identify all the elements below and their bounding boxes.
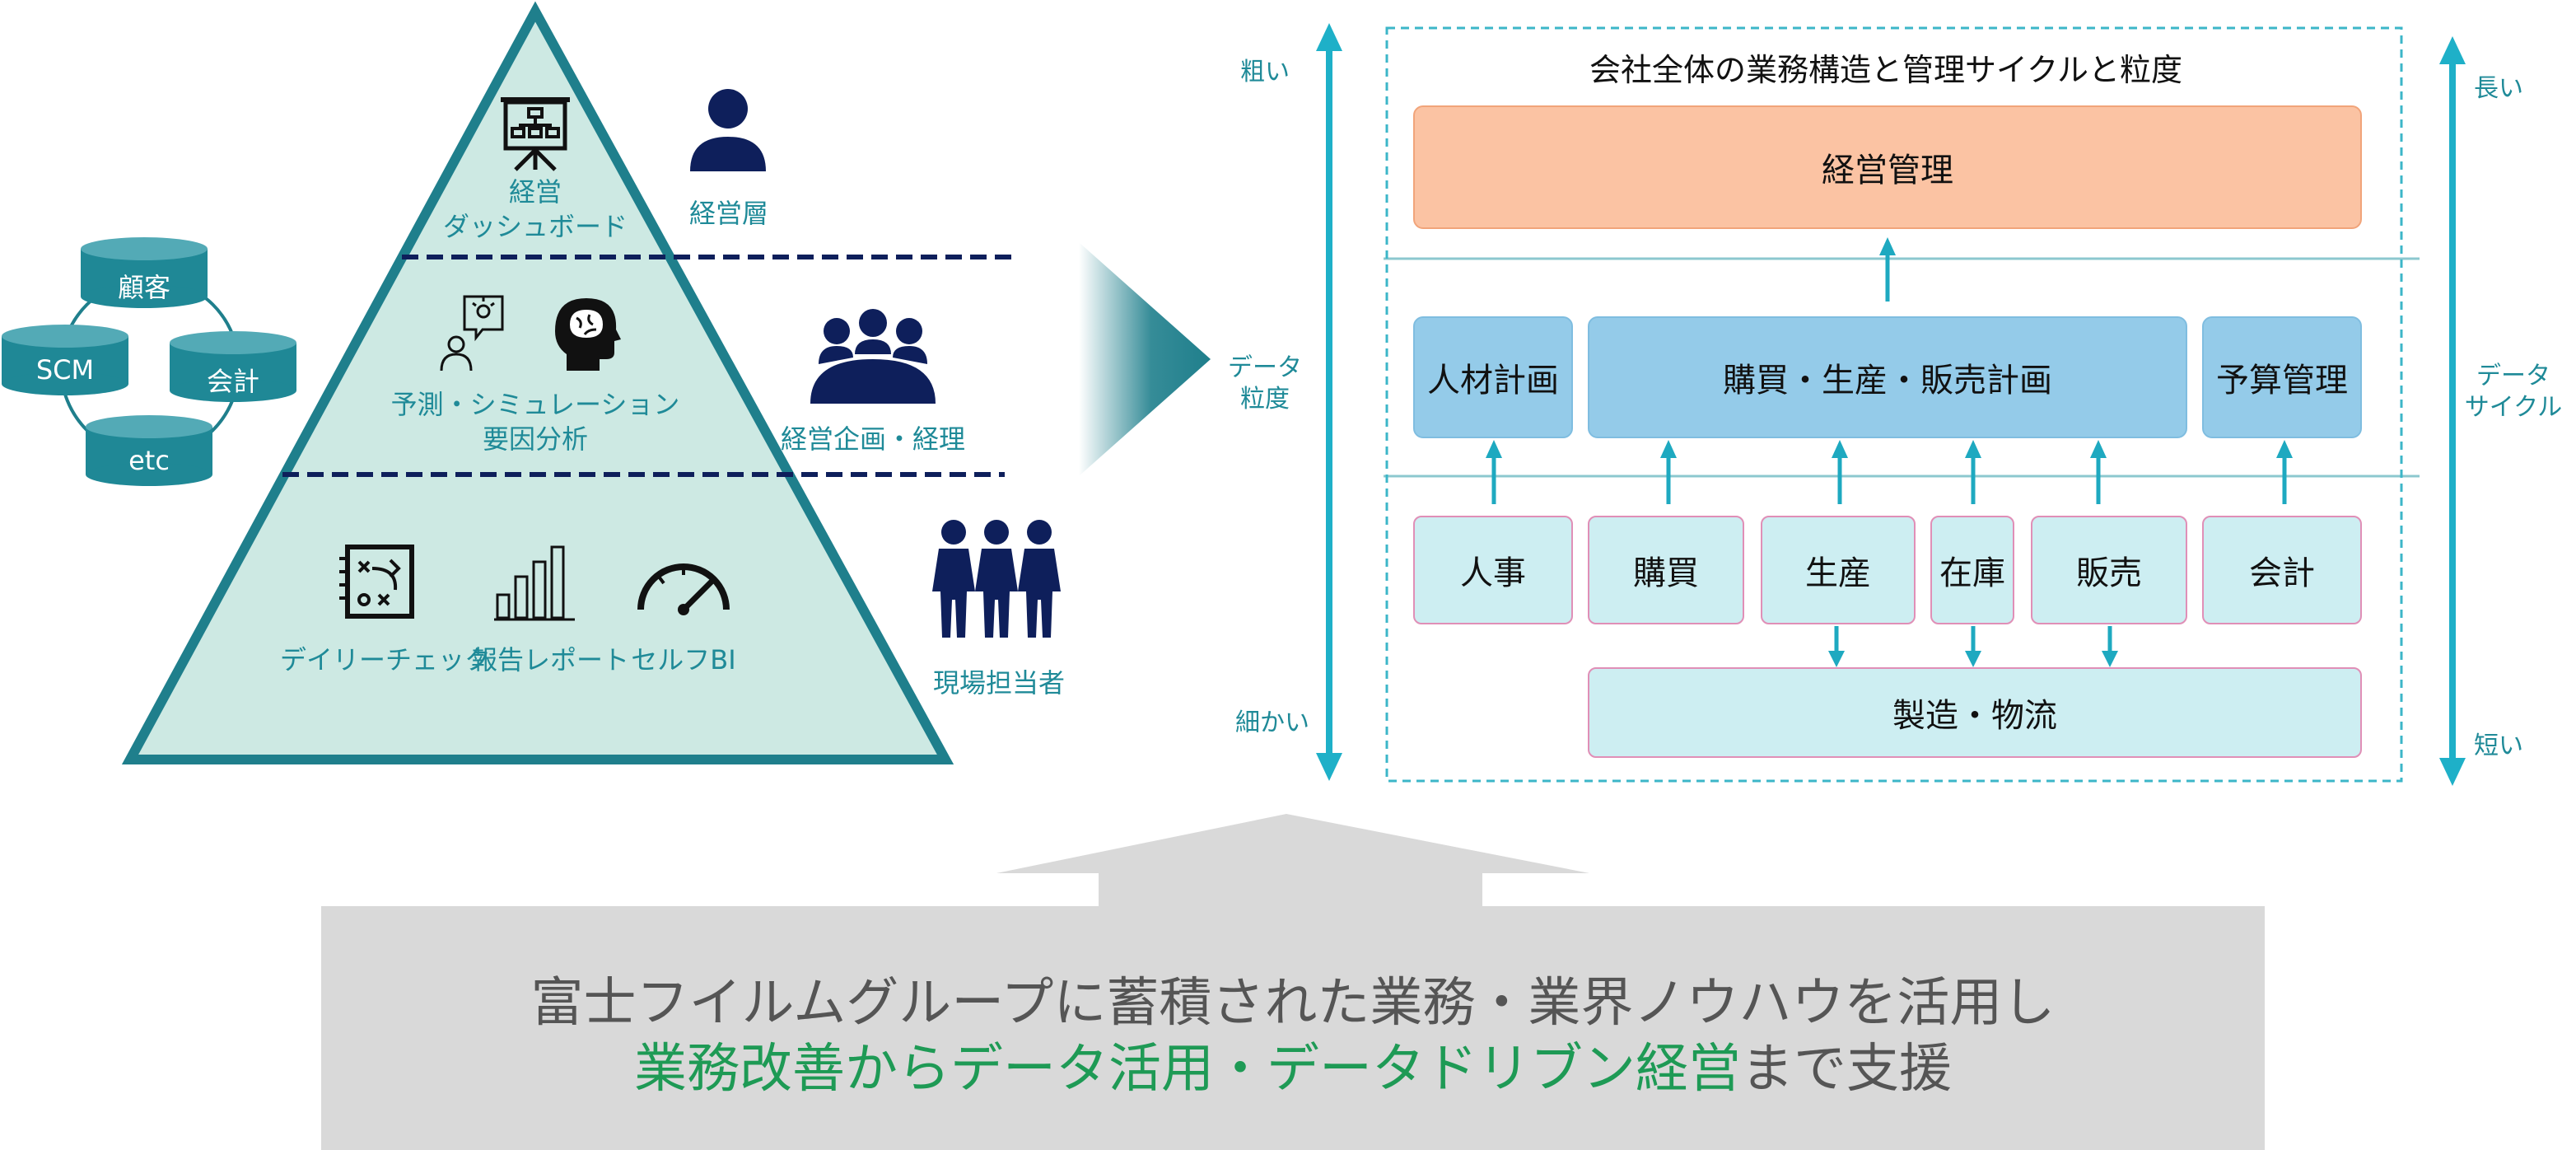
speedometer-icon bbox=[637, 563, 730, 615]
source-accounting: 会計 bbox=[206, 366, 259, 397]
box-hr-planning: 人材計画 bbox=[1413, 316, 1573, 438]
box-manufacturing-logistics: 製造・物流 bbox=[1588, 667, 2362, 758]
box-budget: 予算管理 bbox=[2202, 316, 2362, 438]
box-hr: 人事 bbox=[1413, 516, 1573, 624]
bottom-label-self-bi: セルフBI bbox=[631, 644, 736, 676]
box-production: 生産 bbox=[1761, 516, 1916, 624]
executive-person-icon bbox=[690, 89, 766, 171]
granularity-fine: 細かい bbox=[1235, 708, 1309, 737]
pyramid-middle-label: 予測・シミュレーション 要因分析 bbox=[390, 389, 680, 455]
banner-line-1: 富士フイルムグループに蓄積された業務・業界ノウハウを活用し bbox=[530, 973, 2056, 1034]
banner-arrow bbox=[321, 814, 2265, 1150]
team-meeting-icon bbox=[810, 309, 936, 404]
source-etc: etc bbox=[128, 445, 170, 476]
role-planning-accounting: 経営企画・経理 bbox=[780, 423, 965, 455]
cycle-short: 短い bbox=[2474, 732, 2523, 760]
role-executive: 経営層 bbox=[688, 198, 768, 229]
structure-lines bbox=[1316, 23, 2466, 786]
banner-highlight: 業務改善からデータ活用・データドリブン経営 bbox=[634, 1039, 1741, 1100]
pyramid-shape bbox=[121, 1, 954, 764]
chevron-arrow bbox=[1079, 242, 1211, 476]
box-accounting: 会計 bbox=[2202, 516, 2362, 624]
bottom-label-daily-check: デイリーチェック bbox=[280, 644, 492, 676]
brain-head-icon bbox=[555, 298, 621, 371]
box-purchasing: 購買 bbox=[1588, 516, 1744, 624]
box-inventory: 在庫 bbox=[1930, 516, 2014, 624]
cycle-label: データ サイクル bbox=[2464, 362, 2563, 422]
box-ops-planning: 購買・生産・販売計画 bbox=[1588, 316, 2187, 438]
box-sales: 販売 bbox=[2031, 516, 2187, 624]
cycle-long: 長い bbox=[2474, 74, 2523, 103]
staff-group-icon bbox=[932, 520, 1061, 638]
banner-line-2: 業務改善からデータ活用・データドリブン経営まで支援 bbox=[321, 1026, 2265, 1102]
source-scm: SCM bbox=[35, 354, 95, 386]
idea-person-icon bbox=[440, 295, 504, 372]
bottom-label-report: 報告レポート bbox=[470, 644, 629, 676]
structure-title: 会社全体の業務構造と管理サイクルと粒度 bbox=[1589, 52, 2183, 88]
tactics-board-icon bbox=[339, 545, 414, 619]
pyramid-top-label: 経営 ダッシュボード bbox=[442, 176, 628, 242]
granularity-coarse: 粗い bbox=[1240, 58, 1290, 86]
data-sources-ring bbox=[2, 237, 296, 486]
banner-line-2-rest: まで支援 bbox=[1741, 1039, 1952, 1100]
box-management: 経営管理 bbox=[1413, 105, 2362, 229]
presentation-board-icon bbox=[501, 97, 570, 171]
granularity-label: データ 粒度 bbox=[1228, 353, 1302, 414]
bar-chart-icon bbox=[494, 545, 575, 621]
role-field-staff: 現場担当者 bbox=[932, 667, 1065, 699]
pyramid-graphic bbox=[121, 1, 1211, 764]
source-customer: 顧客 bbox=[117, 272, 170, 303]
